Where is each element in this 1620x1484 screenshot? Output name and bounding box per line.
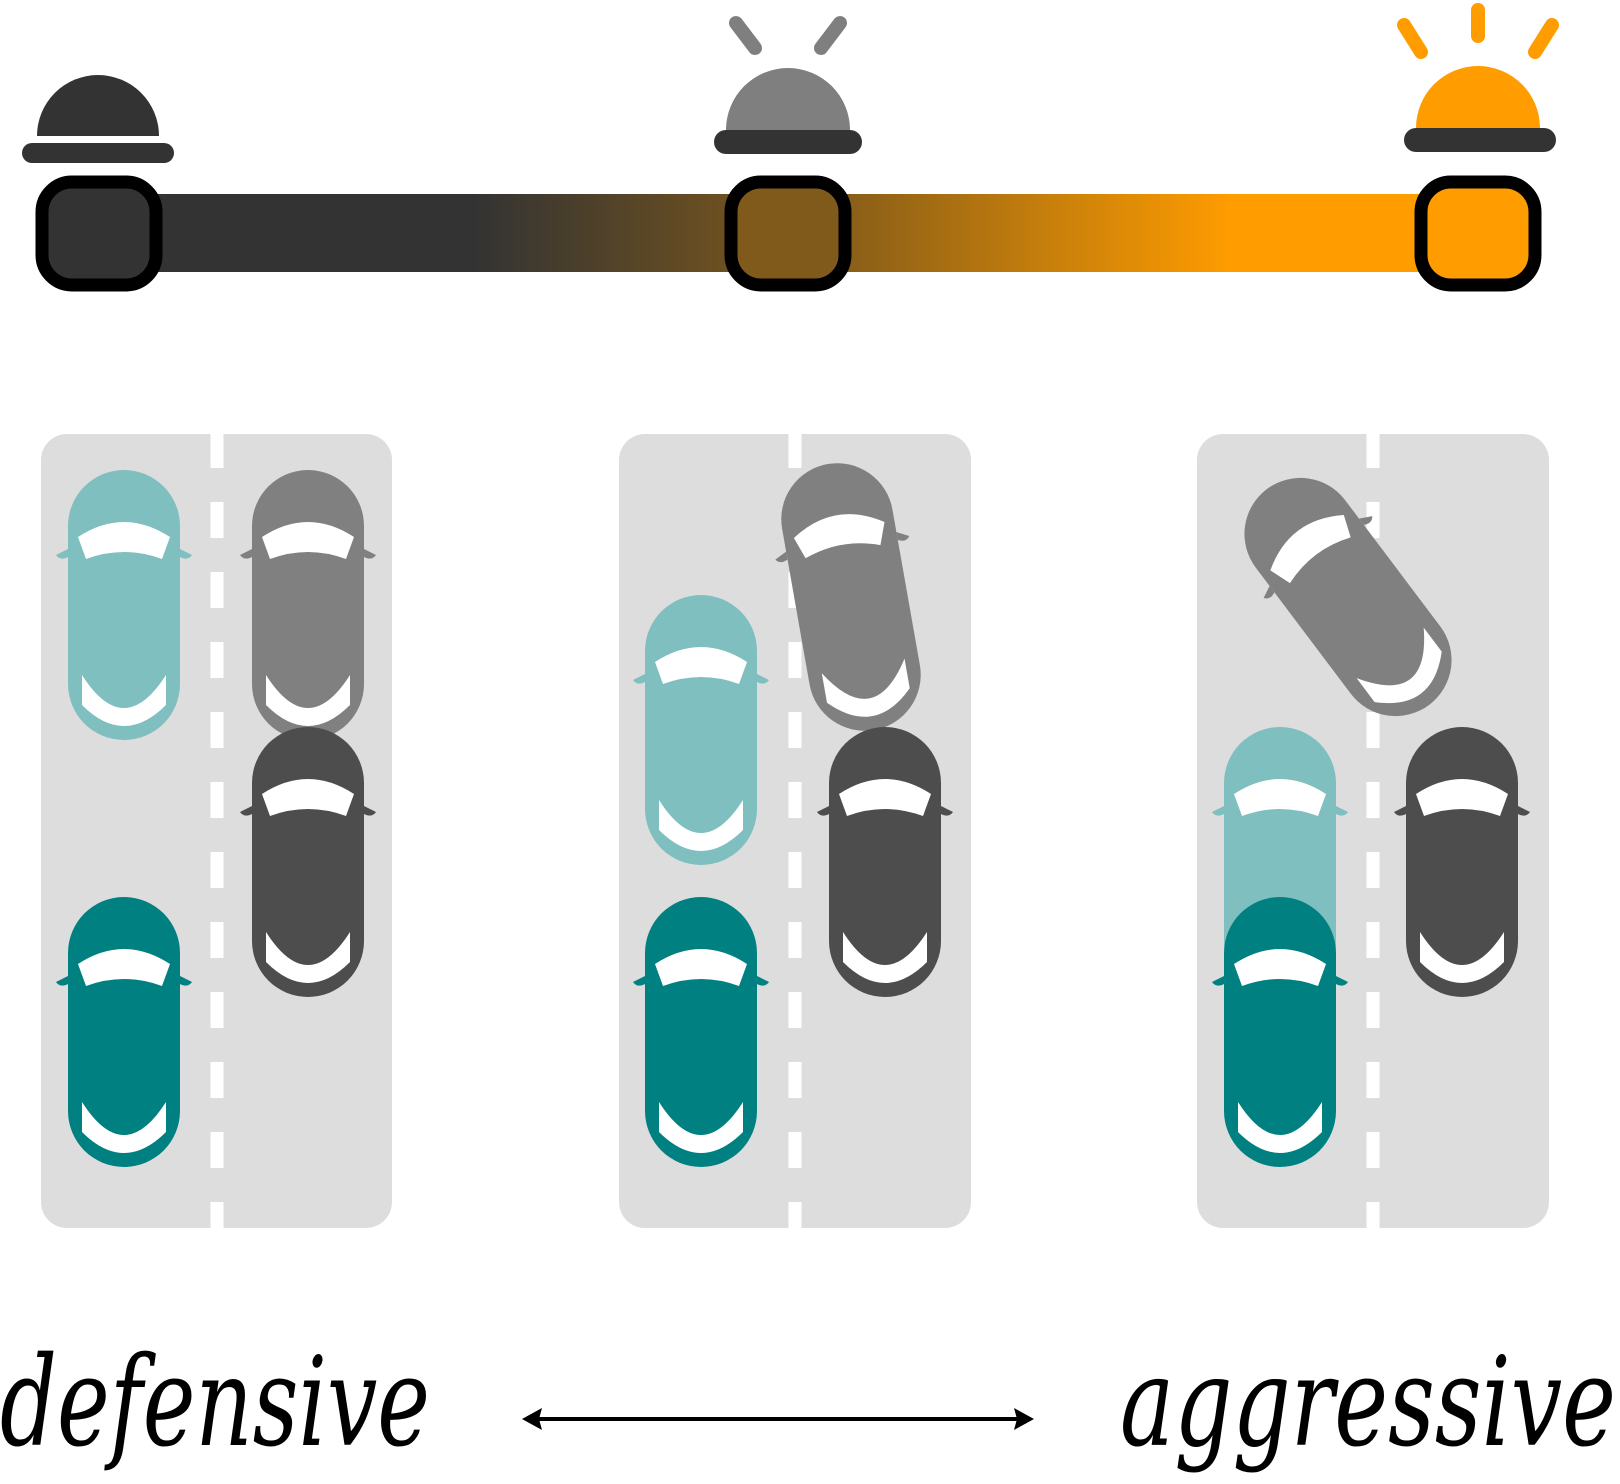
slider-stop-defensive xyxy=(35,175,163,292)
other-car-gray xyxy=(240,470,376,740)
road-scene-defensive xyxy=(41,432,392,1230)
siren-dim-icon xyxy=(714,16,862,154)
ego-car xyxy=(56,897,192,1167)
ego-car xyxy=(633,897,769,1167)
other-car-dark xyxy=(240,727,376,997)
double-arrow xyxy=(522,1408,1034,1430)
ego-car-ghost xyxy=(56,470,192,740)
slider-stop-aggressive xyxy=(1414,175,1542,292)
slider-stop-intermediate xyxy=(724,175,852,292)
ego-car xyxy=(1212,897,1348,1167)
other-car-dark xyxy=(817,727,953,997)
ego-car-ghost xyxy=(633,595,769,865)
siren-off-icon xyxy=(22,75,174,163)
road-scene-intermediate xyxy=(619,432,971,1230)
road-scene-aggressive xyxy=(1197,432,1549,1230)
label-defensive: defensive xyxy=(0,1331,430,1475)
siren-on-icon xyxy=(1397,3,1559,152)
label-aggressive: aggressive xyxy=(1120,1331,1616,1475)
other-car-dark xyxy=(1394,727,1530,997)
aggressiveness-slider xyxy=(35,175,1542,292)
